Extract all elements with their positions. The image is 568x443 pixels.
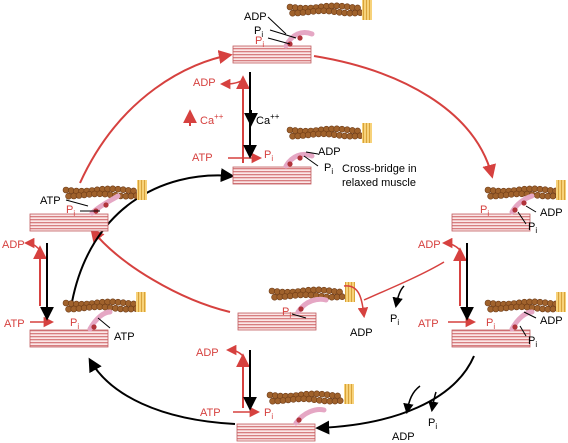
assembly-bottom bbox=[236, 384, 354, 442]
assembly-left-lower bbox=[29, 292, 146, 348]
svg-text:ATP: ATP bbox=[114, 331, 135, 343]
svg-text:Pi: Pi bbox=[254, 25, 263, 39]
myosin-filament-icon bbox=[232, 45, 312, 64]
svg-text:Pi: Pi bbox=[264, 149, 273, 163]
z-disc-icon bbox=[344, 384, 354, 404]
z-disc-icon bbox=[556, 292, 566, 312]
z-disc-icon bbox=[556, 180, 566, 200]
svg-text:Pi: Pi bbox=[324, 162, 333, 176]
svg-text:Pi: Pi bbox=[264, 407, 273, 421]
svg-text:ATP: ATP bbox=[200, 407, 221, 419]
svg-text:ADP: ADP bbox=[540, 207, 563, 219]
svg-text:Ca++: Ca++ bbox=[256, 112, 280, 127]
cross-bridge-caption-2: relaxed muscle bbox=[342, 177, 416, 189]
myosin-filament-icon bbox=[29, 329, 109, 348]
svg-text:Pi: Pi bbox=[486, 317, 495, 331]
actin-filament-icon bbox=[286, 125, 364, 140]
actin-filament-icon bbox=[266, 390, 344, 405]
cycle-arrow-black-bottom-left bbox=[88, 357, 236, 425]
svg-text:Pi: Pi bbox=[390, 313, 399, 327]
actin-filament-icon bbox=[484, 298, 562, 313]
actin-filament-icon bbox=[268, 286, 346, 301]
cross-bridge-caption-1: Cross-bridge in bbox=[342, 163, 417, 175]
svg-text:ATP: ATP bbox=[418, 318, 439, 330]
actin-bead bbox=[336, 397, 344, 405]
myosin-filament-icon bbox=[232, 166, 312, 185]
myosin-filament-icon bbox=[29, 213, 109, 232]
labels: ADP Pi Pi ADP Ca++ Ca++ ATP Pi ADP Pi Cr… bbox=[2, 11, 563, 443]
actin-filament-icon bbox=[286, 2, 364, 17]
svg-text:Pi: Pi bbox=[480, 204, 489, 218]
svg-text:ADP: ADP bbox=[350, 327, 373, 339]
cycle-arrow-center-left bbox=[90, 227, 231, 313]
z-disc-icon bbox=[345, 282, 355, 302]
svg-text:ADP: ADP bbox=[540, 315, 563, 327]
leader-lines bbox=[65, 16, 537, 337]
svg-text:Pi: Pi bbox=[282, 306, 291, 320]
svg-text:ADP: ADP bbox=[418, 239, 441, 251]
myosin-filament-icon bbox=[451, 329, 531, 348]
svg-text:ATP: ATP bbox=[4, 318, 25, 330]
label-adp-red-top: ADP bbox=[193, 77, 216, 89]
assembly-right-upper bbox=[451, 180, 566, 232]
assembly-center-mid bbox=[237, 282, 355, 331]
myosin-filament-icon bbox=[451, 213, 531, 232]
myosin-filament-icon bbox=[237, 312, 317, 331]
svg-text:ATP: ATP bbox=[40, 195, 61, 207]
cycle-arrows bbox=[71, 50, 496, 435]
svg-text:Ca++: Ca++ bbox=[200, 112, 224, 127]
z-disc-icon bbox=[362, 0, 372, 20]
exchange-arrows bbox=[23, 72, 477, 418]
z-disc-icon bbox=[362, 123, 372, 143]
svg-text:ADP: ADP bbox=[318, 146, 341, 158]
cycle-arrow-black-bottom-right bbox=[315, 355, 475, 435]
assembly-left-upper bbox=[29, 180, 147, 232]
svg-text:ADP: ADP bbox=[196, 347, 219, 359]
svg-text:ADP: ADP bbox=[392, 431, 415, 443]
svg-text:Pi: Pi bbox=[66, 204, 75, 218]
assembly-right-lower bbox=[451, 292, 566, 348]
label-atp-red-center: ATP bbox=[192, 152, 213, 164]
assembly-relaxed bbox=[232, 123, 372, 185]
actin-filament-icon bbox=[62, 298, 140, 313]
actin-filament-icon bbox=[62, 185, 140, 200]
svg-text:Pi: Pi bbox=[428, 417, 437, 431]
svg-text:Pi: Pi bbox=[70, 317, 79, 331]
z-disc-icon bbox=[136, 292, 146, 312]
cycle-arrow-top-right bbox=[313, 55, 496, 179]
svg-text:Pi: Pi bbox=[528, 221, 537, 235]
z-disc-icon bbox=[137, 180, 147, 200]
svg-text:ADP: ADP bbox=[2, 239, 25, 251]
cycle-arrow-black-up bbox=[71, 168, 235, 303]
svg-text:Pi: Pi bbox=[255, 35, 264, 49]
svg-text:Pi: Pi bbox=[528, 335, 537, 349]
myosin-filament-icon bbox=[236, 423, 316, 442]
actin-filament-icon bbox=[484, 185, 562, 200]
actin-bead bbox=[338, 293, 346, 301]
cycle-arrow-top-left bbox=[79, 50, 233, 184]
label-adp-top: ADP bbox=[244, 11, 267, 23]
